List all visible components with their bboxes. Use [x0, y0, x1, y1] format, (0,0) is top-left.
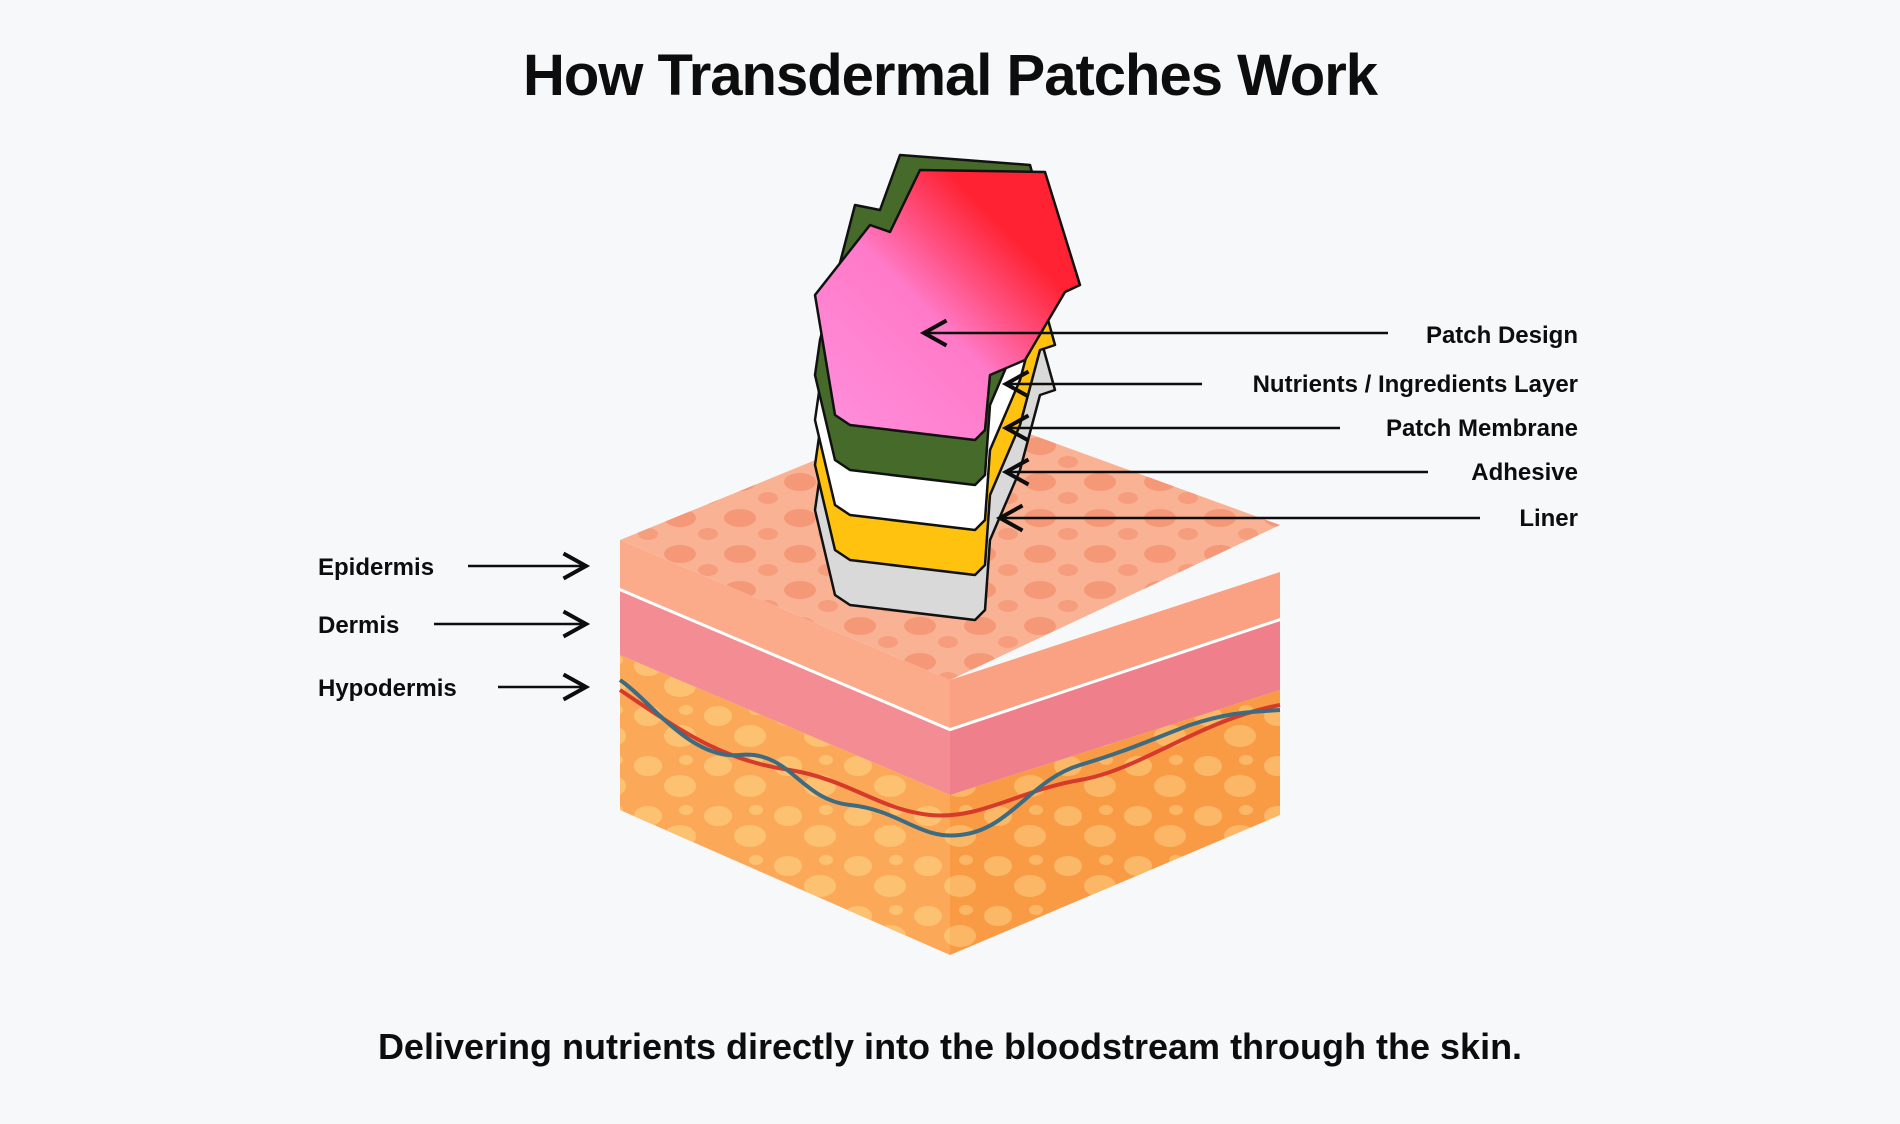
dermis-left-face [620, 590, 950, 795]
epidermis-left-face [620, 540, 950, 728]
skin-block [618, 405, 1281, 955]
patch-membrane-label: Patch Membrane [1386, 415, 1578, 442]
skin-label-group: Epidermis Dermis Hypodermis [318, 554, 457, 702]
page-title: How Transdermal Patches Work [522, 43, 1378, 108]
epidermis-right-face [950, 572, 1280, 728]
hypodermis-label: Hypodermis [318, 675, 457, 702]
dermis-label: Dermis [318, 612, 399, 639]
dermis-right-face [950, 620, 1280, 795]
nutrients-layer-label: Nutrients / Ingredients Layer [1253, 371, 1578, 398]
patch-pointers [919, 318, 1480, 533]
page-subtitle: Delivering nutrients directly into the b… [377, 1026, 1523, 1067]
patch-label-group: Patch Design Nutrients / Ingredients Lay… [1253, 322, 1578, 532]
patch-design-layer [813, 168, 1082, 442]
skin-pointers [434, 551, 591, 702]
adhesive-label: Adhesive [1471, 459, 1578, 486]
liner-label: Liner [1519, 505, 1578, 532]
vein [618, 678, 1281, 838]
patch-design-label: Patch Design [1426, 322, 1578, 349]
epidermis-label: Epidermis [318, 554, 434, 581]
